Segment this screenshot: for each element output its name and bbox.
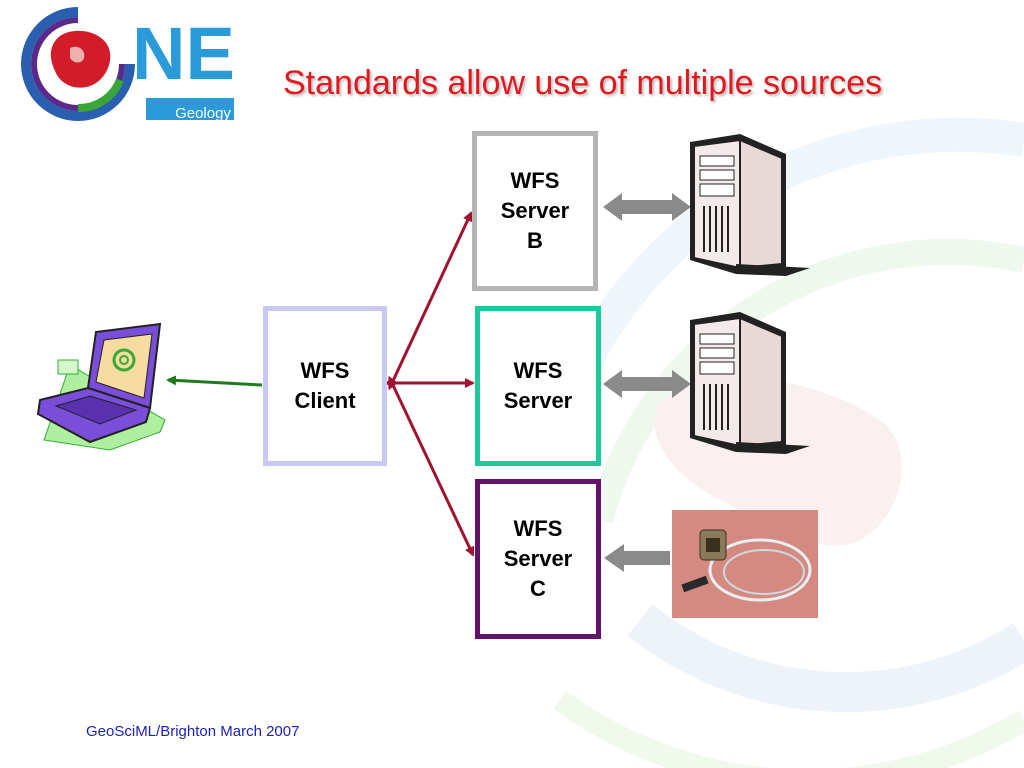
client-server-b-arrow: [388, 211, 473, 391]
logo-subtext: Geology: [175, 105, 231, 122]
server-b-source-arrow: [603, 193, 691, 221]
wfs-client-label: WFS Client: [294, 358, 356, 413]
footer-text: GeoSciML/Brighton March 2007: [86, 723, 300, 740]
server-tower-icon-b: [690, 134, 810, 276]
client-to-laptop-arrow: [166, 375, 263, 387]
wfs-client-box: WFS Client: [263, 306, 387, 466]
sensor-source-arrow: [604, 544, 670, 572]
wfs-server-c-label: WFS Server C: [503, 516, 573, 601]
wfs-server-b-label: WFS Server B: [500, 168, 570, 253]
slide-title: Standards allow use of multiple sources: [283, 64, 883, 102]
laptop-icon: [36, 322, 166, 451]
logo-word: NE: [132, 12, 235, 95]
wfs-server-b-box: WFS Server B: [472, 131, 598, 291]
wfs-server-c-box: WFS Server C: [475, 479, 601, 639]
wfs-server-label: WFS Server: [503, 358, 573, 413]
sensor-photo: [672, 510, 818, 618]
server-tower-icon: [690, 312, 810, 454]
wfs-server-box: WFS Server: [475, 306, 601, 466]
client-server-c-arrow: [388, 375, 475, 557]
onegeology-logo: NE Geology: [20, 6, 235, 124]
server-source-arrow: [603, 370, 691, 398]
